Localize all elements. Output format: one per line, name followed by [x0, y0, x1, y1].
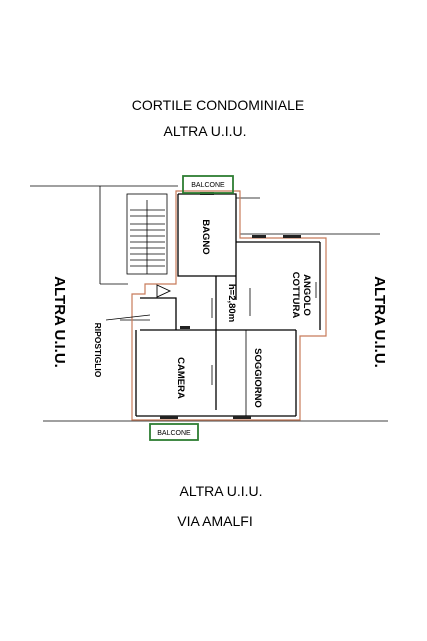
room-label-bagno: BAGNO: [200, 219, 211, 254]
left-side-label: ALTRA U.I.U.: [51, 276, 68, 368]
svg-text:COTTURA: COTTURA: [290, 272, 301, 319]
balcony-bottom-label: BALCONE: [157, 430, 191, 437]
staircase: [126, 193, 168, 275]
ripostiglio-leader: [105, 314, 151, 321]
right-side-label: ALTRA U.I.U.: [371, 276, 388, 368]
room-label-ripostiglio: RIPOSTIGLIO: [93, 323, 103, 378]
dimension-marks: [211, 282, 317, 385]
top-heading-1: CORTILE CONDOMINIALE: [132, 97, 304, 113]
context-lines: [30, 185, 388, 422]
room-height-label: h=2,80m: [226, 284, 237, 322]
balcony-top: [182, 175, 234, 194]
room-label-camera: CAMERA: [175, 357, 186, 399]
room-label-angolo-cottura: ANGOLO COTTURA: [290, 272, 312, 319]
svg-text:ANGOLO: ANGOLO: [301, 274, 312, 316]
bottom-heading-1: ALTRA U.I.U.: [180, 483, 263, 499]
top-heading-2: ALTRA U.I.U.: [164, 123, 247, 139]
entrance-arrow-icon: [156, 284, 172, 298]
balcony-top-label: BALCONE: [191, 182, 225, 189]
room-label-soggiorno: SOGGIORNO: [252, 348, 263, 408]
walls: [120, 193, 321, 417]
unit-perimeter: [131, 190, 327, 421]
balcony-bottom: [149, 423, 199, 441]
bottom-heading-2: VIA AMALFI: [177, 513, 252, 529]
